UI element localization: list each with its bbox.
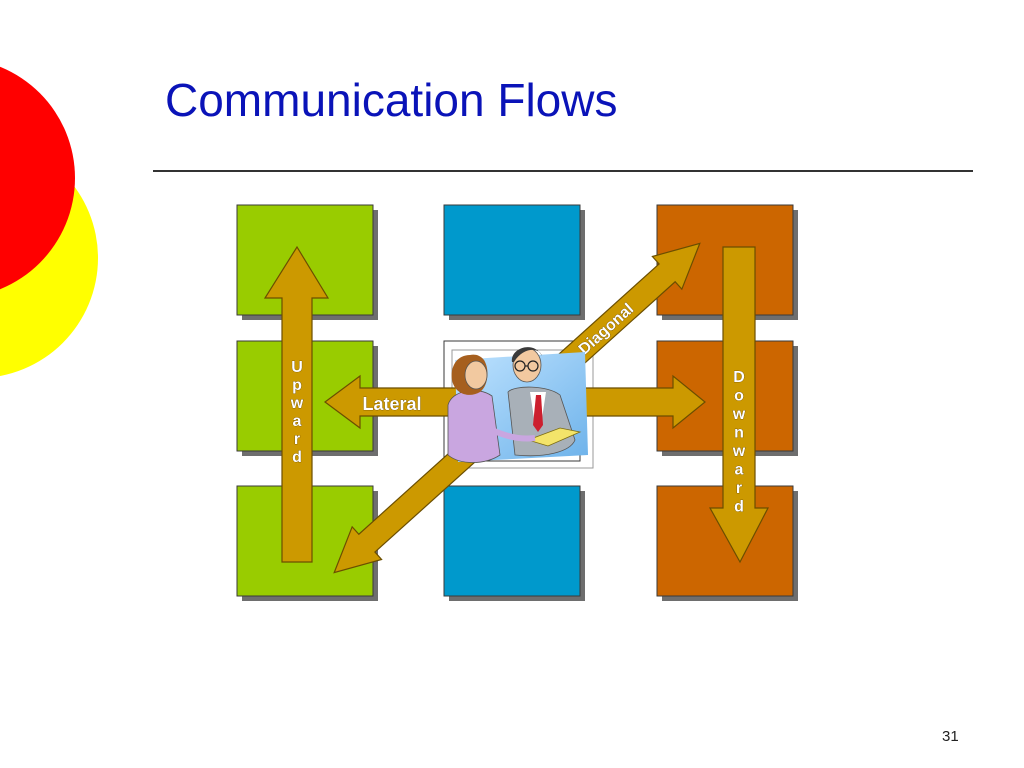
two-people-clipart — [447, 347, 588, 463]
page-number: 31 — [942, 728, 959, 745]
blue-box-bottom — [443, 485, 581, 597]
man-tie — [533, 395, 543, 432]
lateral-label-backing — [352, 391, 432, 414]
title-divider — [153, 170, 973, 172]
woman-blouse — [447, 390, 501, 463]
woman-face — [464, 360, 488, 390]
downward-arrow — [708, 246, 769, 564]
red-circle — [0, 66, 75, 290]
blue-box-top — [443, 204, 581, 316]
woman-arm — [490, 427, 536, 442]
lateral-label: Lateral — [362, 394, 421, 414]
slide-title: Communication Flows — [165, 74, 618, 126]
man-hair — [511, 347, 542, 362]
shared-document — [526, 427, 582, 447]
upward-arrow — [263, 245, 330, 563]
decorative-circles — [0, 66, 98, 376]
